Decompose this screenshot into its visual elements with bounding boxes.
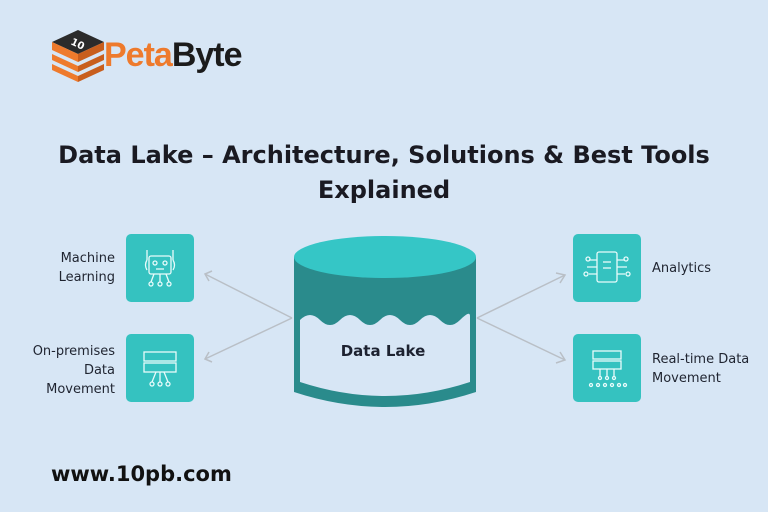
data-lake-cylinder xyxy=(294,236,476,407)
label-line: On-premises xyxy=(32,344,115,359)
svg-text:10: 10 xyxy=(69,37,86,53)
label-on-premises: On-premises Data Movement xyxy=(33,342,115,399)
arrow-analytics xyxy=(476,274,566,319)
title-line-2: Explained xyxy=(317,176,451,204)
label-real-time: Real-time Data Movement xyxy=(652,350,749,388)
arrow-realtime xyxy=(476,317,566,361)
robot-icon xyxy=(144,250,176,287)
chip-icon xyxy=(583,251,631,283)
logo-mark-icon: 10 xyxy=(52,30,104,82)
server-stream-icon xyxy=(588,350,628,388)
label-line: Movement xyxy=(46,382,115,397)
page-title: Data Lake – Architecture, Solutions & Be… xyxy=(0,138,768,208)
brand-peta: Peta xyxy=(104,36,173,74)
node-analytics xyxy=(573,234,641,302)
label-line: Learning xyxy=(58,270,115,285)
logo: 10 PetaByte xyxy=(48,24,248,84)
label-line: Analytics xyxy=(652,261,712,276)
website-url: www.10pb.com xyxy=(51,462,232,486)
server-network-icon xyxy=(143,351,177,387)
label-analytics: Analytics xyxy=(652,259,711,278)
node-machine-learning xyxy=(126,234,194,302)
label-machine-learning: Machine Learning xyxy=(59,249,115,287)
title-line-1: Data Lake – Architecture, Solutions & Be… xyxy=(58,141,710,169)
label-line: Machine xyxy=(60,251,115,266)
brand-byte: Byte xyxy=(171,36,243,74)
arrow-ml xyxy=(204,273,293,319)
label-line: Movement xyxy=(652,371,721,386)
node-real-time xyxy=(573,334,641,402)
label-line: Data xyxy=(83,363,115,378)
label-line: Real-time Data xyxy=(652,352,750,367)
data-lake-label: Data Lake xyxy=(340,342,426,360)
node-on-premises xyxy=(126,334,194,402)
arrow-onprem xyxy=(204,317,293,360)
